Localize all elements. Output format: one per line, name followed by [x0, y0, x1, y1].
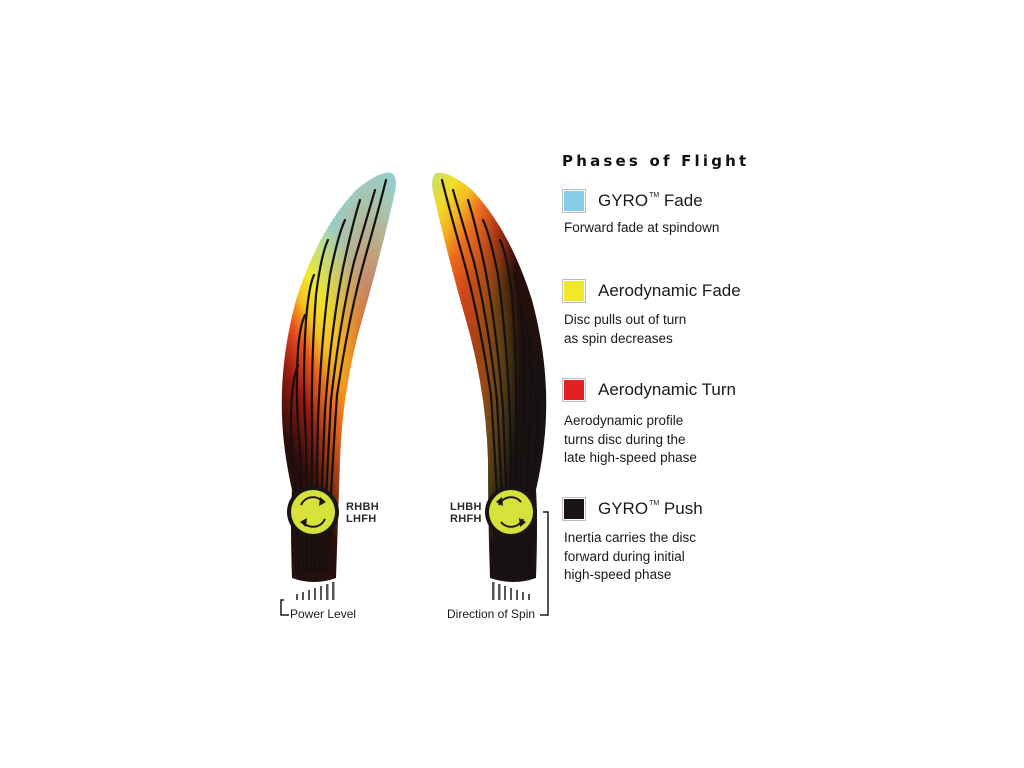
legend-name-aerodynamic-fade: Aerodynamic Fade — [598, 281, 741, 300]
direction-of-spin-bracket — [540, 511, 549, 616]
power-level-icon — [296, 582, 335, 600]
power-level-label: Power Level — [290, 607, 357, 621]
swatch-aerodynamic-turn — [562, 378, 586, 402]
right-throw-labels: LHBH RHFH — [450, 501, 482, 525]
direction-of-spin-label: Direction of Spin — [447, 607, 536, 621]
right-throw-label-1: LHBH — [450, 501, 482, 513]
trademark-mark: TM — [649, 192, 660, 199]
right-throw-label-2: RHFH — [450, 513, 482, 525]
swatch-gyro-push — [562, 497, 586, 521]
direction-of-spin-icon — [492, 582, 530, 600]
legend-desc-aerodynamic-fade: Disc pulls out of turn as spin decreases — [564, 312, 687, 346]
trademark-mark: TM — [649, 500, 660, 507]
legend-desc-gyro-fade: Forward fade at spindown — [564, 220, 720, 235]
legend-name-gyro-push: GYROTM Push — [598, 499, 703, 518]
legend-desc-aerodynamic-turn: Aerodynamic profile turns disc during th… — [564, 413, 697, 465]
right-spin-disc — [485, 486, 537, 538]
left-spin-disc — [287, 486, 339, 538]
left-throw-label-1: RHBH — [346, 501, 379, 513]
left-throw-label-2: LHFH — [346, 513, 377, 525]
legend-name-aerodynamic-turn: Aerodynamic Turn — [598, 380, 736, 399]
legend-title: Phases of Flight — [562, 152, 750, 170]
legend-desc-gyro-push: Inertia carries the disc forward during … — [564, 530, 697, 582]
swatch-aerodynamic-fade — [562, 279, 586, 303]
swatch-gyro-fade — [562, 189, 586, 213]
power-level-bracket — [280, 599, 289, 616]
left-flight-path — [280, 172, 396, 616]
left-throw-labels: RHBH LHFH — [346, 501, 379, 525]
right-flight-path — [432, 172, 549, 616]
legend-name-gyro-fade: GYROTM Fade — [598, 191, 703, 210]
